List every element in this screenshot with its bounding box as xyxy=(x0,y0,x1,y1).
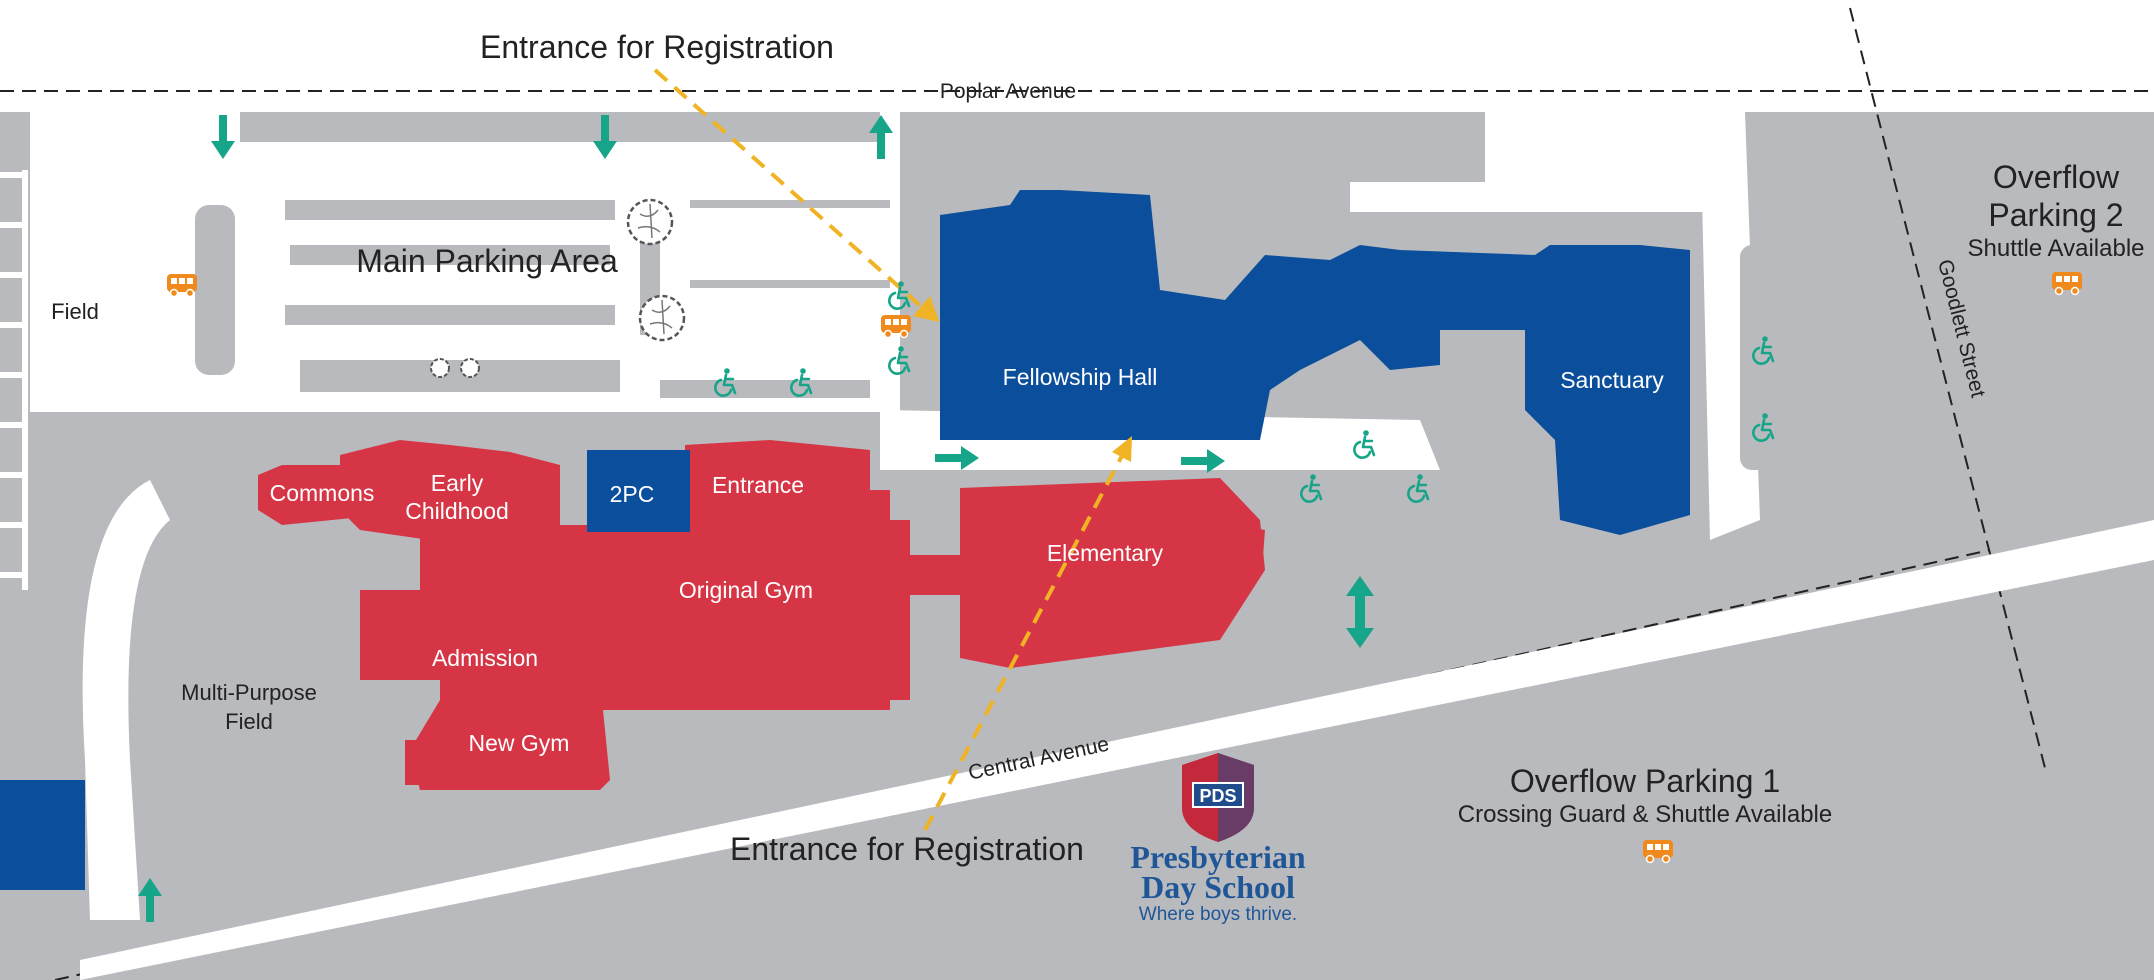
two-way-arrow-icon xyxy=(1346,576,1374,648)
early-childhood-label-line2: Childhood xyxy=(405,498,509,524)
fellowship-hall-label: Fellowship Hall xyxy=(1003,364,1158,390)
overflow-parking-2-sub: Shuttle Available xyxy=(1967,235,2144,262)
field-label: Field xyxy=(51,299,99,324)
entrance-arrow-bottom xyxy=(923,449,1127,831)
registration-entrance-arrows xyxy=(653,68,1127,831)
pds-logo: PDS Presbyterian Day School Where boys t… xyxy=(1130,753,1306,925)
pds-badge-text: PDS xyxy=(1199,786,1236,806)
entrance-building-label: Entrance xyxy=(712,472,804,498)
blue-buildings xyxy=(0,190,1690,890)
2pc-label: 2PC xyxy=(610,481,655,507)
elementary-label: Elementary xyxy=(1047,540,1164,566)
entrance-label-top: Entrance for Registration xyxy=(480,29,834,65)
commons-label: Commons xyxy=(270,480,375,506)
tree-icon xyxy=(460,358,480,378)
main-parking-area-label: Main Parking Area xyxy=(356,243,618,279)
entrance-arrow-top xyxy=(653,68,927,312)
overflow-parking-1-lot xyxy=(1320,560,2030,980)
new-gym-label: New Gym xyxy=(469,730,570,756)
overflow-parking-1-sub: Crossing Guard & Shuttle Available xyxy=(1458,801,1832,828)
left-stall-lines xyxy=(0,170,28,590)
entrance-arrowhead-bottom xyxy=(1112,436,1132,462)
tree-icon xyxy=(626,198,674,246)
tree-icon xyxy=(430,358,450,378)
entrance-label-bottom: Entrance for Registration xyxy=(730,831,1084,867)
entrance-arrowhead-top xyxy=(913,296,939,322)
tree-icon xyxy=(638,294,686,342)
logo-tagline: Where boys thrive. xyxy=(1139,904,1297,925)
poplar-avenue-label: Poplar Avenue xyxy=(940,80,1076,103)
logo-name-line2: Day School xyxy=(1141,869,1295,905)
overflow-parking-2-label-line2: Parking 2 xyxy=(1988,197,2123,233)
sanctuary-label: Sanctuary xyxy=(1560,367,1664,393)
logo-name-line1: Presbyterian xyxy=(1130,839,1306,875)
admission-label: Admission xyxy=(432,645,538,671)
traffic-arrows xyxy=(138,115,1374,922)
early-childhood-label-line1: Early xyxy=(431,470,484,496)
overflow-parking-2-label-line1: Overflow xyxy=(1993,159,2120,195)
multi-purpose-field-label-line2: Field xyxy=(225,709,273,734)
multi-purpose-field-label-line1: Multi-Purpose xyxy=(181,680,317,705)
overflow-parking-1-label: Overflow Parking 1 xyxy=(1510,763,1780,799)
original-gym-label: Original Gym xyxy=(679,577,813,603)
central-avenue-strip xyxy=(80,520,2154,980)
